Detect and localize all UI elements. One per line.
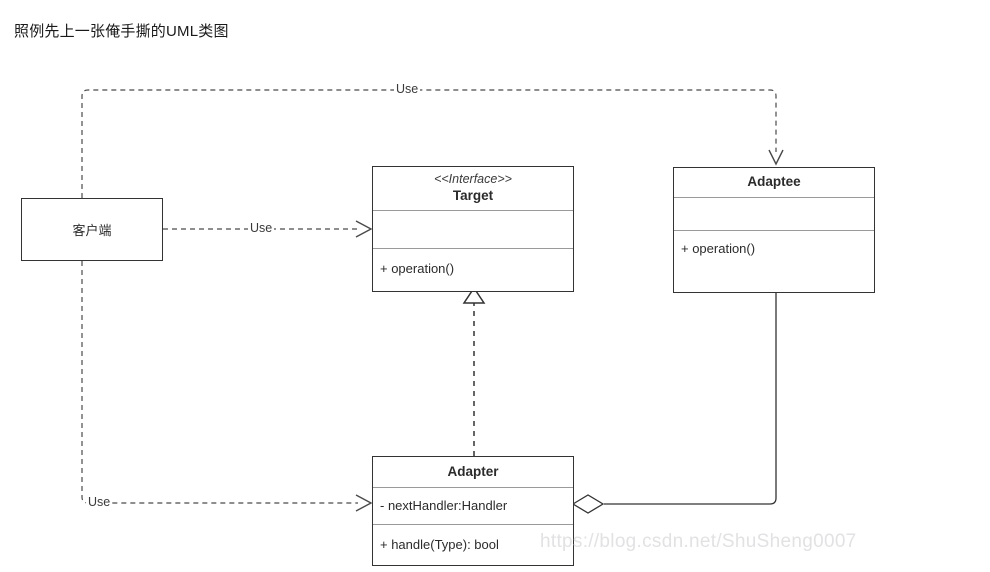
connector-client-uses-adapter — [81, 261, 373, 512]
adaptee-attributes-section — [674, 197, 874, 230]
client-name-section: 客户端 — [22, 199, 162, 260]
adaptee-name-section: Adaptee — [674, 168, 874, 197]
edge-label-client-uses-target: Use — [248, 221, 275, 235]
client-class-name: 客户端 — [72, 223, 112, 238]
uml-class-adaptee[interactable]: Adaptee + operation() — [673, 167, 875, 293]
target-operations-section: + operation() — [373, 248, 573, 290]
target-operation-0: + operation() — [380, 261, 455, 277]
page-title: 照例先上一张俺手撕的UML类图 — [14, 23, 229, 40]
uml-class-client[interactable]: 客户端 — [21, 198, 163, 261]
edge-label-client-uses-adapter: Use — [86, 495, 113, 509]
connector-client-uses-adaptee — [81, 89, 784, 198]
adaptee-operations-section: + operation() — [674, 230, 874, 291]
target-class-name: Target — [452, 187, 494, 203]
uml-class-target[interactable]: <<Interface>> Target + operation() — [372, 166, 574, 292]
edge-label-client-uses-adaptee: Use — [394, 82, 421, 96]
adapter-name-section: Adapter — [373, 457, 573, 487]
adaptee-operation-0: + operation() — [681, 241, 756, 256]
adaptee-class-name: Adaptee — [747, 174, 801, 190]
uml-class-adapter[interactable]: Adapter - nextHandler:Handler + handle(T… — [372, 456, 574, 566]
adapter-operation-0: + handle(Type): bool — [380, 536, 499, 552]
target-name-section: <<Interface>> Target — [373, 167, 573, 210]
adapter-class-name: Adapter — [447, 463, 499, 479]
adapter-attribute-0: - nextHandler:Handler — [380, 497, 508, 513]
connector-client-uses-target — [163, 220, 373, 238]
connector-adapter-aggregates-adaptee — [571, 293, 777, 514]
adapter-operations-section: + handle(Type): bool — [373, 524, 573, 565]
adapter-attributes-section: - nextHandler:Handler — [373, 487, 573, 524]
target-attributes-section — [373, 210, 573, 248]
target-stereotype: <<Interface>> — [434, 172, 512, 187]
connector-adapter-realizes-target — [462, 286, 486, 456]
